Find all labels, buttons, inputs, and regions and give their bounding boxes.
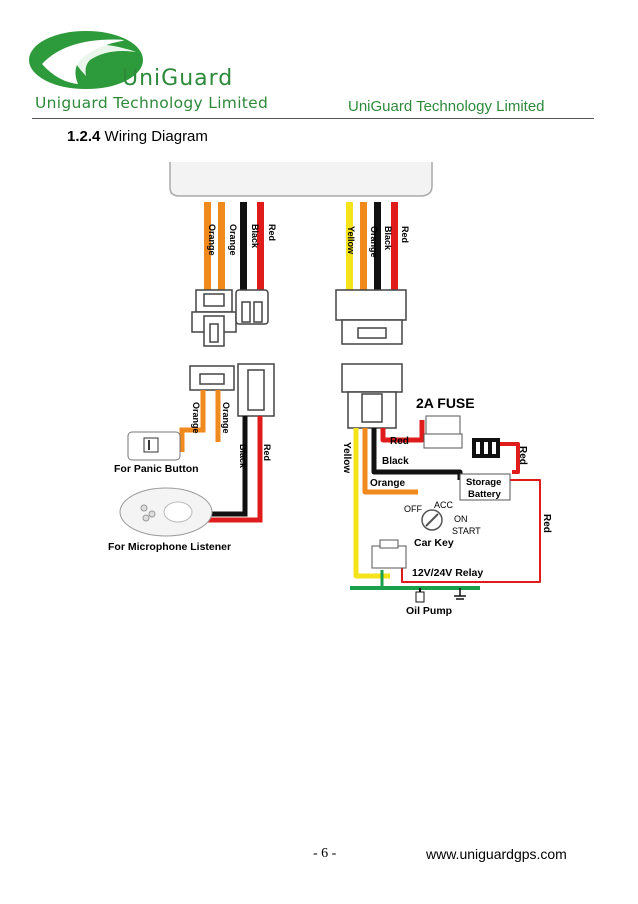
wiring-diagram: Orange Orange Black Red Yellow Orange Bl… — [108, 162, 552, 617]
panic-button — [127, 431, 181, 461]
wire-red-2 — [391, 202, 398, 294]
company-name-header: UniGuard Technology Limited — [348, 98, 545, 115]
wire-label-red-3: Red — [262, 444, 272, 461]
right-wire-bundle: Yellow Orange Black Red — [346, 202, 410, 294]
wire-label-black-1: Black — [250, 224, 260, 249]
label-black: Black — [382, 456, 409, 467]
wire-label-orange-4: Orange — [191, 402, 201, 434]
wire-label-red-2: Red — [400, 226, 410, 243]
key-off-label: OFF — [404, 504, 422, 514]
battery-label-1: Storage — [466, 477, 501, 488]
relay — [371, 539, 407, 569]
key-on-label: ON — [454, 514, 468, 524]
oil-pump-label: Oil Pump — [406, 605, 452, 617]
right-lower-connector — [341, 363, 403, 429]
page-number: - 6 - — [313, 846, 337, 861]
device-body — [169, 162, 433, 197]
wire-label-orange-3: Orange — [369, 226, 379, 258]
label-orange: Orange — [370, 478, 405, 489]
wire-label-black-3: Black — [238, 444, 248, 469]
wire-label-orange-2: Orange — [228, 224, 238, 256]
wire-orange-1 — [204, 202, 211, 292]
wire-black-2 — [374, 202, 381, 294]
label-red: Red — [390, 436, 409, 447]
microphone-label: For Microphone Listener — [108, 541, 231, 553]
left-wire-bundle: Orange Orange Black Red — [204, 202, 277, 292]
car-key-label: Car Key — [414, 537, 454, 549]
battery-label-2: Battery — [468, 489, 501, 500]
fuse — [423, 415, 463, 449]
uniguard-logo — [29, 31, 143, 89]
wire-red-1 — [257, 202, 264, 292]
left-lower-wires: Orange Orange Black Red — [179, 390, 272, 523]
key-acc-label: ACC — [434, 500, 454, 510]
key-start-label: START — [452, 526, 481, 536]
car-key-switch — [421, 509, 443, 531]
storage-battery — [459, 438, 511, 501]
left-lower-connector-b — [237, 363, 275, 417]
wire-label-orange-1: Orange — [207, 224, 217, 256]
right-connector-upper — [335, 289, 407, 345]
section-heading: 1.2.4 Wiring Diagram — [67, 128, 208, 145]
section-title: Wiring Diagram — [104, 128, 208, 145]
oil-pump — [415, 588, 466, 603]
wire-orange-2 — [218, 202, 225, 292]
header-rule — [32, 118, 594, 119]
left-connector-b — [235, 289, 269, 325]
wire-label-yellow-1: Yellow — [346, 226, 356, 255]
fuse-label: 2A FUSE — [416, 395, 475, 411]
microphone — [119, 487, 213, 537]
panic-button-label: For Panic Button — [114, 463, 199, 475]
wire-orange-3 — [360, 202, 367, 294]
left-lower-connector-a — [189, 365, 235, 391]
wire-label-black-2: Black — [383, 226, 393, 251]
wire-black-1 — [240, 202, 247, 292]
label-red-right: Red — [517, 446, 528, 465]
footer-url: www.uniguardgps.com — [426, 846, 567, 862]
company-name-logo: Uniguard Technology Limited — [35, 94, 269, 112]
relay-label: 12V/24V Relay — [412, 567, 483, 579]
label-red-far: Red — [541, 514, 552, 533]
wire-yellow-1 — [346, 202, 353, 294]
label-yellow: Yellow — [341, 442, 352, 473]
wire-label-red-1: Red — [267, 224, 277, 241]
left-connector-a — [191, 289, 237, 347]
brand-name: UniGuard — [122, 66, 234, 91]
section-number: 1.2.4 — [67, 128, 101, 145]
wire-label-orange-5: Orange — [221, 402, 231, 434]
